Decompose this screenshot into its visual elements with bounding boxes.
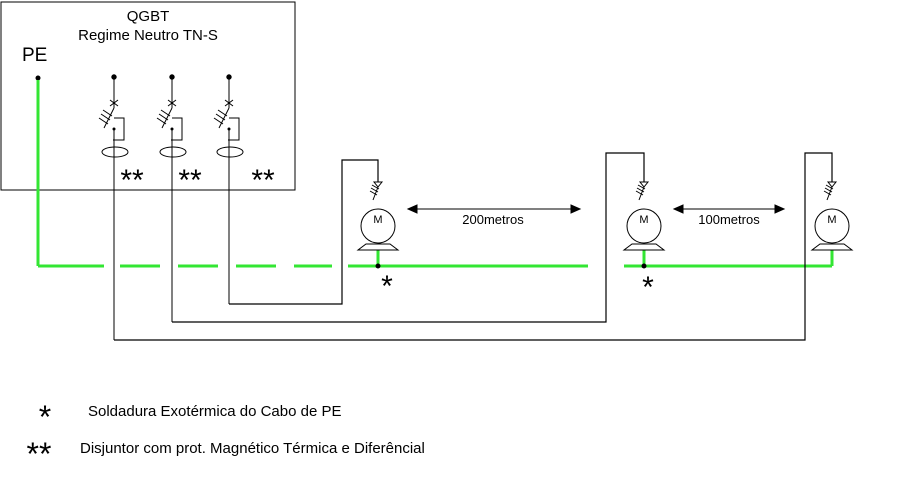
motor-1-label: M: [373, 214, 382, 226]
panel-subtitle: Regime Neutro TN-S: [78, 27, 218, 44]
motor3-starter: [823, 181, 838, 201]
qgbt-panel-box: [0, 1, 296, 191]
weld-point-2: [641, 263, 647, 269]
legend-text-breaker: Disjuntor com prot. Magnético Térmica e …: [80, 440, 425, 457]
legend-symbol-weld: *: [39, 399, 51, 435]
motor-1: M: [356, 208, 400, 251]
breaker-marker-3: **: [251, 164, 275, 197]
legend-symbol-breaker: **: [27, 436, 52, 472]
pe-conductor: [36, 80, 834, 268]
legend-text-weld: Soldadura Exotérmica do Cabo de PE: [88, 403, 341, 420]
distance-arrow-1: [406, 204, 582, 214]
motor-2-label: M: [639, 214, 648, 226]
motor-2: M: [622, 208, 666, 251]
pe-terminal: [35, 75, 41, 81]
breaker-2: [156, 74, 187, 322]
breaker-3: [213, 74, 244, 304]
breaker-marker-2: **: [178, 164, 202, 197]
feeder-motor3: [114, 152, 833, 341]
weld-marker-1: *: [381, 270, 393, 303]
breaker-marker-1: **: [120, 164, 144, 197]
panel-title: QGBT: [127, 8, 170, 25]
motor1-starter: [369, 181, 384, 201]
feeder-motor2: [172, 152, 645, 323]
feeder-motor1: [229, 159, 379, 305]
motor-3: M: [810, 208, 854, 251]
breaker-1: [98, 74, 129, 340]
feeder-cables: [114, 152, 833, 341]
motor2-starter: [635, 181, 650, 201]
motor-3-label: M: [827, 214, 836, 226]
pe-label: PE: [22, 45, 47, 66]
distance-arrow-2: [672, 204, 786, 214]
weld-point-1: [375, 263, 381, 269]
distance-label-2: 100metros: [698, 212, 760, 227]
weld-marker-2: *: [642, 271, 654, 304]
distance-label-1: 200metros: [462, 212, 524, 227]
